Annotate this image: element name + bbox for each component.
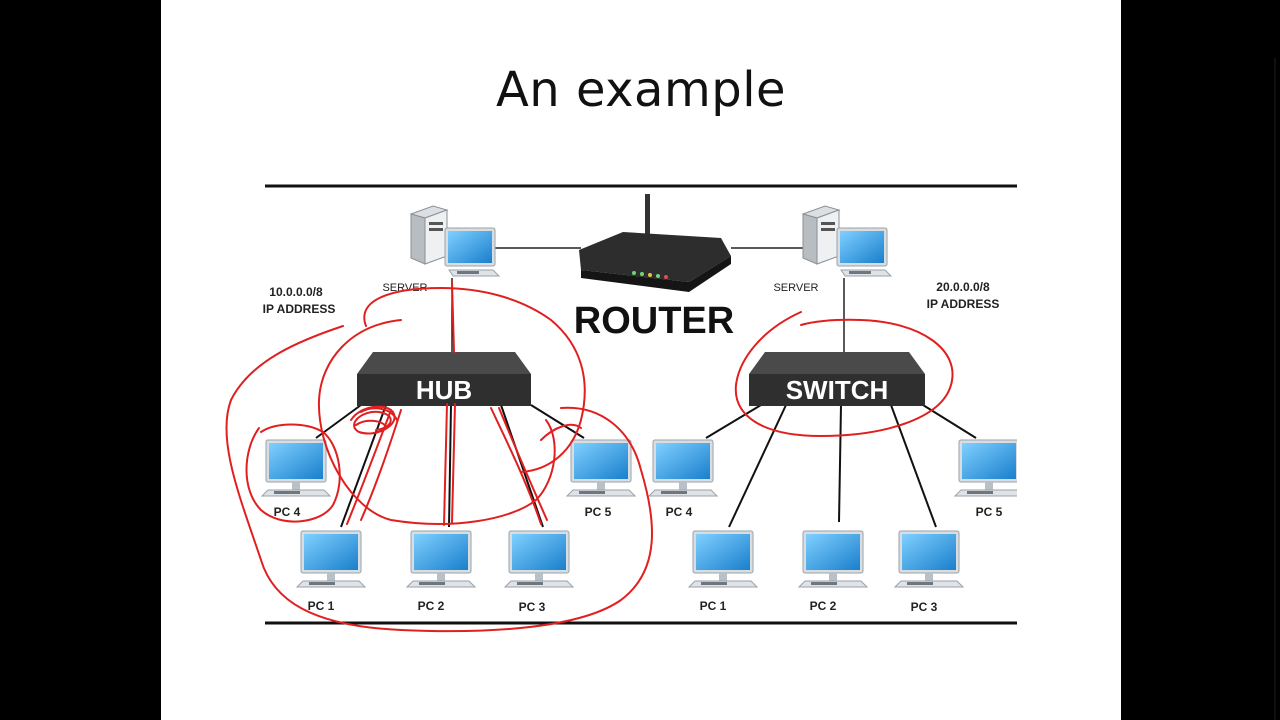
switch-device: [749, 352, 925, 406]
router-label: ROUTER: [574, 300, 734, 342]
left-pc-2-icon: [406, 530, 476, 588]
right-ip-network: 20.0.0.0/8: [936, 280, 990, 294]
slide-title: An example: [495, 62, 787, 118]
right-pc-5-icon: [954, 439, 1024, 497]
left-pc-label: PC 2: [418, 599, 445, 613]
red-pen-annotations: [225, 281, 954, 633]
right-pc-label: PC 1: [700, 599, 727, 613]
right-pc-label: PC 4: [666, 505, 693, 519]
left-server-label: SERVER: [382, 282, 427, 294]
left-pc-1-icon: [296, 530, 366, 588]
right-pc-label: PC 5: [976, 505, 1003, 519]
switch-links: [705, 404, 977, 528]
hub-device: [357, 352, 531, 406]
router-icon: [579, 194, 731, 292]
slide: An example: [161, 0, 1121, 720]
scrollbar-track[interactable]: [1270, 40, 1280, 720]
router-links: [451, 247, 845, 352]
right-server-icon: [802, 205, 892, 277]
left-pc-label: PC 4: [274, 505, 301, 519]
switch-label: SWITCH: [786, 375, 889, 405]
right-pc-4-icon: [648, 439, 718, 497]
left-pc-5-icon: [566, 439, 636, 497]
left-server-icon: [410, 205, 500, 277]
network-diagram: ROUTER SERVER SERVER 10.0.0.0/8 IP ADDRE…: [225, 184, 1121, 633]
left-pc-label: PC 3: [519, 600, 546, 614]
right-ip-caption: IP ADDRESS: [927, 297, 1000, 311]
left-pc-label: PC 5: [585, 505, 612, 519]
right-pc-label: PC 2: [810, 599, 837, 613]
left-ip-network: 10.0.0.0/8: [269, 285, 323, 299]
left-pc-4-icon: [261, 439, 331, 497]
right-server-label: SERVER: [773, 282, 818, 294]
right-pc-2-icon: [798, 530, 868, 588]
right-pc-label: PC 3: [911, 600, 938, 614]
left-ip-caption: IP ADDRESS: [263, 302, 336, 316]
right-pc-1-icon: [688, 530, 758, 588]
hub-label: HUB: [416, 375, 472, 405]
left-pc-label: PC 1: [308, 599, 335, 613]
right-pc-3-icon: [894, 530, 964, 588]
left-pc-3-icon: [504, 530, 574, 588]
